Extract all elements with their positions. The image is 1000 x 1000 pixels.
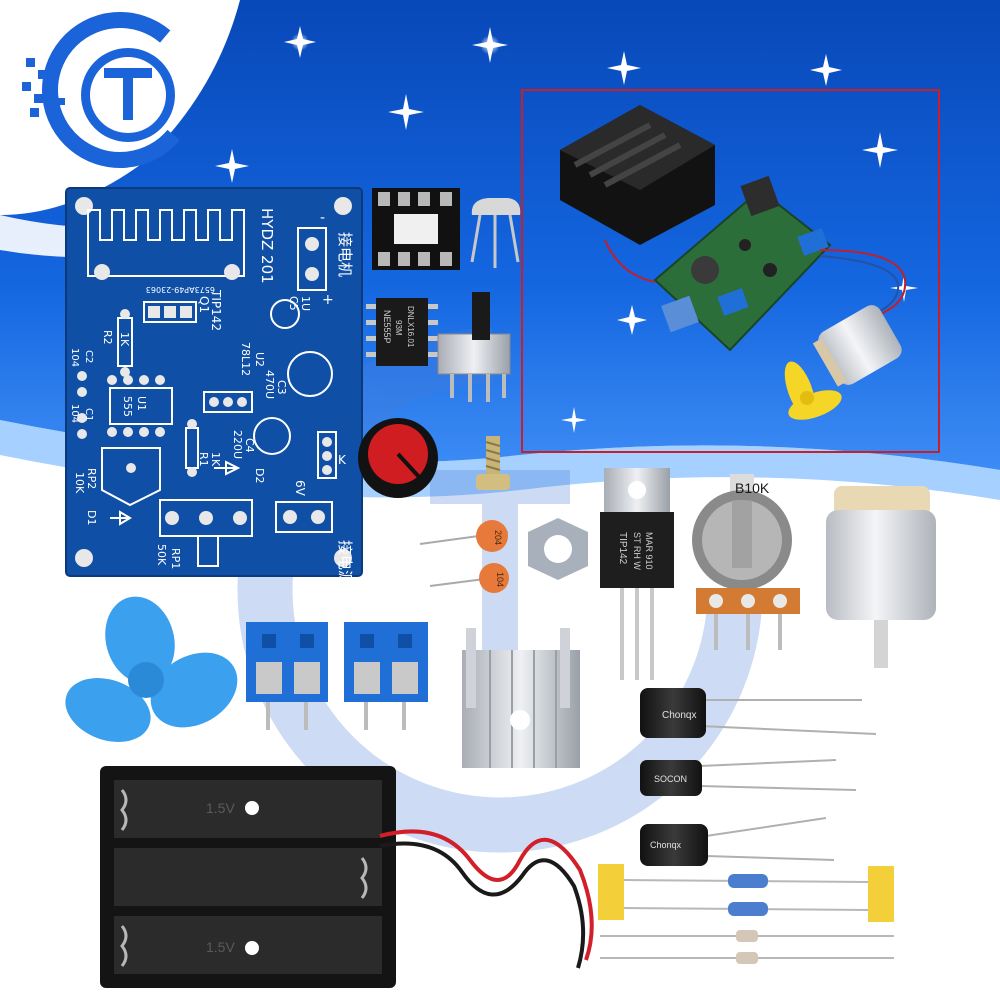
ic-marking-bot: DNLX16.01 xyxy=(406,306,415,348)
dc-motor xyxy=(826,486,936,668)
pcb-power-label: 接电源 xyxy=(336,540,354,585)
pcb-label-rp1-val: 50K xyxy=(155,544,168,566)
terminal-block xyxy=(246,622,328,730)
capacitor-brand-text-3: Chonqx xyxy=(650,840,682,850)
pcb-label-u1-part: 555 xyxy=(121,396,134,417)
pcb-label-rp2: RP2 xyxy=(85,468,98,489)
battery-holder: 1.5V 1.5V xyxy=(100,766,594,988)
assembled-kit-inset xyxy=(521,89,940,453)
transistor-marking-bot: MAR 910 xyxy=(644,532,654,570)
voltage-regulator xyxy=(470,198,521,268)
knob xyxy=(358,418,438,498)
pcb-label-u2: U2 xyxy=(253,352,266,367)
potentiometer: B10K xyxy=(692,474,800,650)
potentiometer-marking: B10K xyxy=(735,480,770,496)
capacitor-brand-text-2: SOCON xyxy=(654,774,687,784)
pcb-label-c2-val: 104 xyxy=(69,348,80,367)
resistor-set xyxy=(598,864,894,964)
power-transistor: TIP142 ST RH W MAR 910 xyxy=(600,468,674,680)
pcb-label-r1-val: 1K xyxy=(209,452,222,467)
pcb-motor-label: 接电机 xyxy=(336,232,354,277)
ceramic-capacitor: 204 104 xyxy=(419,520,509,593)
pcb-label-d1: D1 xyxy=(85,510,98,525)
pcb-label-r2-val: 1K xyxy=(118,332,131,347)
pcb-label-c5: C5 xyxy=(287,296,300,311)
capacitor-brand-text: Chonqx xyxy=(662,710,696,721)
heatsink xyxy=(462,628,580,768)
pcb-label-r2: R2 xyxy=(101,330,114,345)
pcb-label-q1: Q1 xyxy=(197,296,211,313)
brand-logo-icon xyxy=(22,12,198,168)
pcb-label-rp1: RP1 xyxy=(169,548,182,569)
ceramic-cap-marking-2: 104 xyxy=(495,572,505,587)
pcb-label-6v: 6V xyxy=(293,480,307,497)
electrolytic-capacitor: Chonqx xyxy=(640,688,877,738)
pcb-label-d2: D2 xyxy=(253,468,266,483)
pcb-label-c2: C2 xyxy=(83,350,94,363)
pcb-label-c4-val: 220U xyxy=(231,430,244,459)
ne555-chip: NE555P 93M DNLX16.01 xyxy=(366,298,438,366)
pcb-label-c4: C4 xyxy=(243,438,256,453)
battery-label-text: 1.5V xyxy=(206,800,235,816)
pcb-label-c1-val: 104 xyxy=(69,404,80,423)
pcb-label-r1: R1 xyxy=(197,452,210,467)
pcb-serial-text: 6573AP49-23063 xyxy=(146,285,215,294)
pcb-model-text: HYDZ 201 xyxy=(258,208,276,284)
electrolytic-capacitor-3: Chonqx xyxy=(640,817,835,866)
electrolytic-capacitor-2: SOCON xyxy=(640,759,857,796)
yellow-fan-icon xyxy=(784,361,842,420)
hex-nut xyxy=(528,518,588,580)
pcb-label-plus: + xyxy=(322,292,334,308)
pcb-label-k: K xyxy=(338,453,347,467)
pcb-label-minus: - xyxy=(320,210,325,226)
battery-label-text-2: 1.5V xyxy=(206,939,235,955)
slide-switch xyxy=(437,292,511,402)
ic-marking-mid: 93M xyxy=(394,320,403,336)
pcb-label-u2-part: 78L12 xyxy=(239,342,252,376)
ceramic-cap-marking: 204 xyxy=(493,530,503,545)
pcb-label-c5-val: 1U xyxy=(299,296,312,311)
pcb-label-q1-part: TIP142 xyxy=(209,289,223,331)
blue-fan-icon xyxy=(65,596,238,742)
screw xyxy=(476,436,510,490)
transistor-marking-mid: ST RH W xyxy=(632,532,642,570)
pcb-label-c3-val: 470U xyxy=(263,370,276,399)
pcb-label-c3: C3 xyxy=(275,380,288,395)
terminal-block-2 xyxy=(344,622,428,730)
pcb-label-c1: C1 xyxy=(83,408,94,421)
ic-marking-top: NE555P xyxy=(382,310,392,344)
transistor-marking-top: TIP142 xyxy=(617,532,628,565)
ic-socket xyxy=(372,188,460,270)
pcb-label-rp2-val: 10K xyxy=(73,472,86,494)
blank-pcb: HYDZ 201 6573AP49-23063 接电机 接电源 Q1 TIP14… xyxy=(65,187,363,585)
sparkle-star-icon xyxy=(215,26,918,433)
pcb-label-u1: U1 xyxy=(135,396,148,411)
